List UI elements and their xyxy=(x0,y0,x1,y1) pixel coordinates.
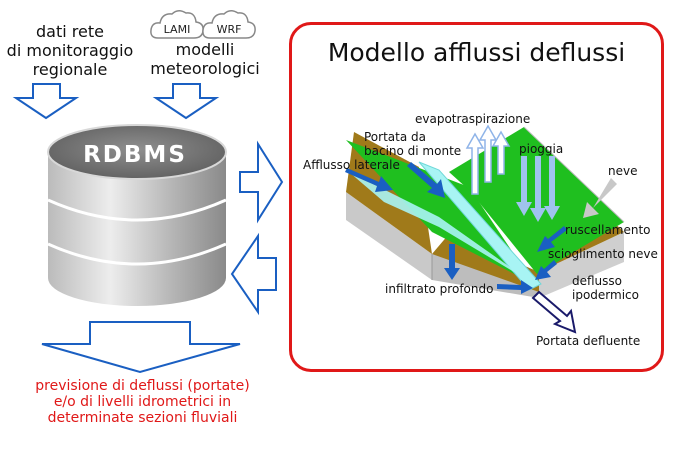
runoff-arrow xyxy=(537,226,567,252)
snow-arrow xyxy=(583,178,617,218)
tributary xyxy=(349,172,534,284)
hydro-model-illustration xyxy=(345,124,625,334)
river xyxy=(418,161,542,291)
data-flow-graphics: RDBMS xyxy=(12,83,284,374)
subsurface-flow-arrow xyxy=(497,280,533,294)
input-arrow-monitoring xyxy=(12,83,80,120)
label-portata-defluente: Portata defluente xyxy=(536,334,641,348)
deep-infiltration-arrow xyxy=(444,244,460,280)
cloud-lami-icon: LAMI xyxy=(150,10,204,39)
label-afflusso-laterale: Afflusso laterale xyxy=(303,158,400,172)
model-title: Modello afflussi deflussi xyxy=(327,38,626,67)
label-neve: neve xyxy=(608,164,638,178)
label-evapotraspirazione: evapotraspirazione xyxy=(415,112,531,126)
output-arrow xyxy=(41,321,241,374)
label-ruscellamento: ruscellamento xyxy=(565,223,651,237)
upstream-flow-arrow xyxy=(407,162,445,198)
weather-model-clouds: LAMI WRF xyxy=(150,10,256,39)
arrow-to-model xyxy=(239,140,284,224)
label-infiltrato-profondo: infiltrato profondo xyxy=(385,282,494,296)
cloud-wrf-label: WRF xyxy=(217,23,242,36)
rain-arrows xyxy=(516,156,560,222)
arrow-from-model xyxy=(230,232,277,316)
snowmelt-arrow xyxy=(535,260,557,280)
outflow-arrow xyxy=(531,290,577,334)
label-scioglimento-neve: scioglimento neve xyxy=(548,247,658,261)
evapotranspiration-arrows xyxy=(465,124,511,195)
cloud-wrf-icon: WRF xyxy=(202,10,256,39)
database-label: RDBMS xyxy=(83,142,187,168)
forecast-label: previsione di deflussi (portate) e/o di … xyxy=(35,378,250,426)
weather-models-label: modelli meteorologici xyxy=(150,40,260,78)
cloud-lami-label: LAMI xyxy=(164,23,191,36)
label-deflusso-ipodermico: deflusso ipodermico xyxy=(572,274,639,302)
data-source-label: dati rete di monitoraggio regionale xyxy=(6,22,134,79)
label-portata-monte: Portata da bacino di monte xyxy=(364,130,462,158)
input-arrow-weather xyxy=(152,83,220,120)
model-frame xyxy=(289,22,664,372)
lateral-inflow-arrow xyxy=(345,168,393,192)
database-icon: RDBMS xyxy=(47,124,227,306)
label-pioggia: pioggia xyxy=(519,142,564,156)
